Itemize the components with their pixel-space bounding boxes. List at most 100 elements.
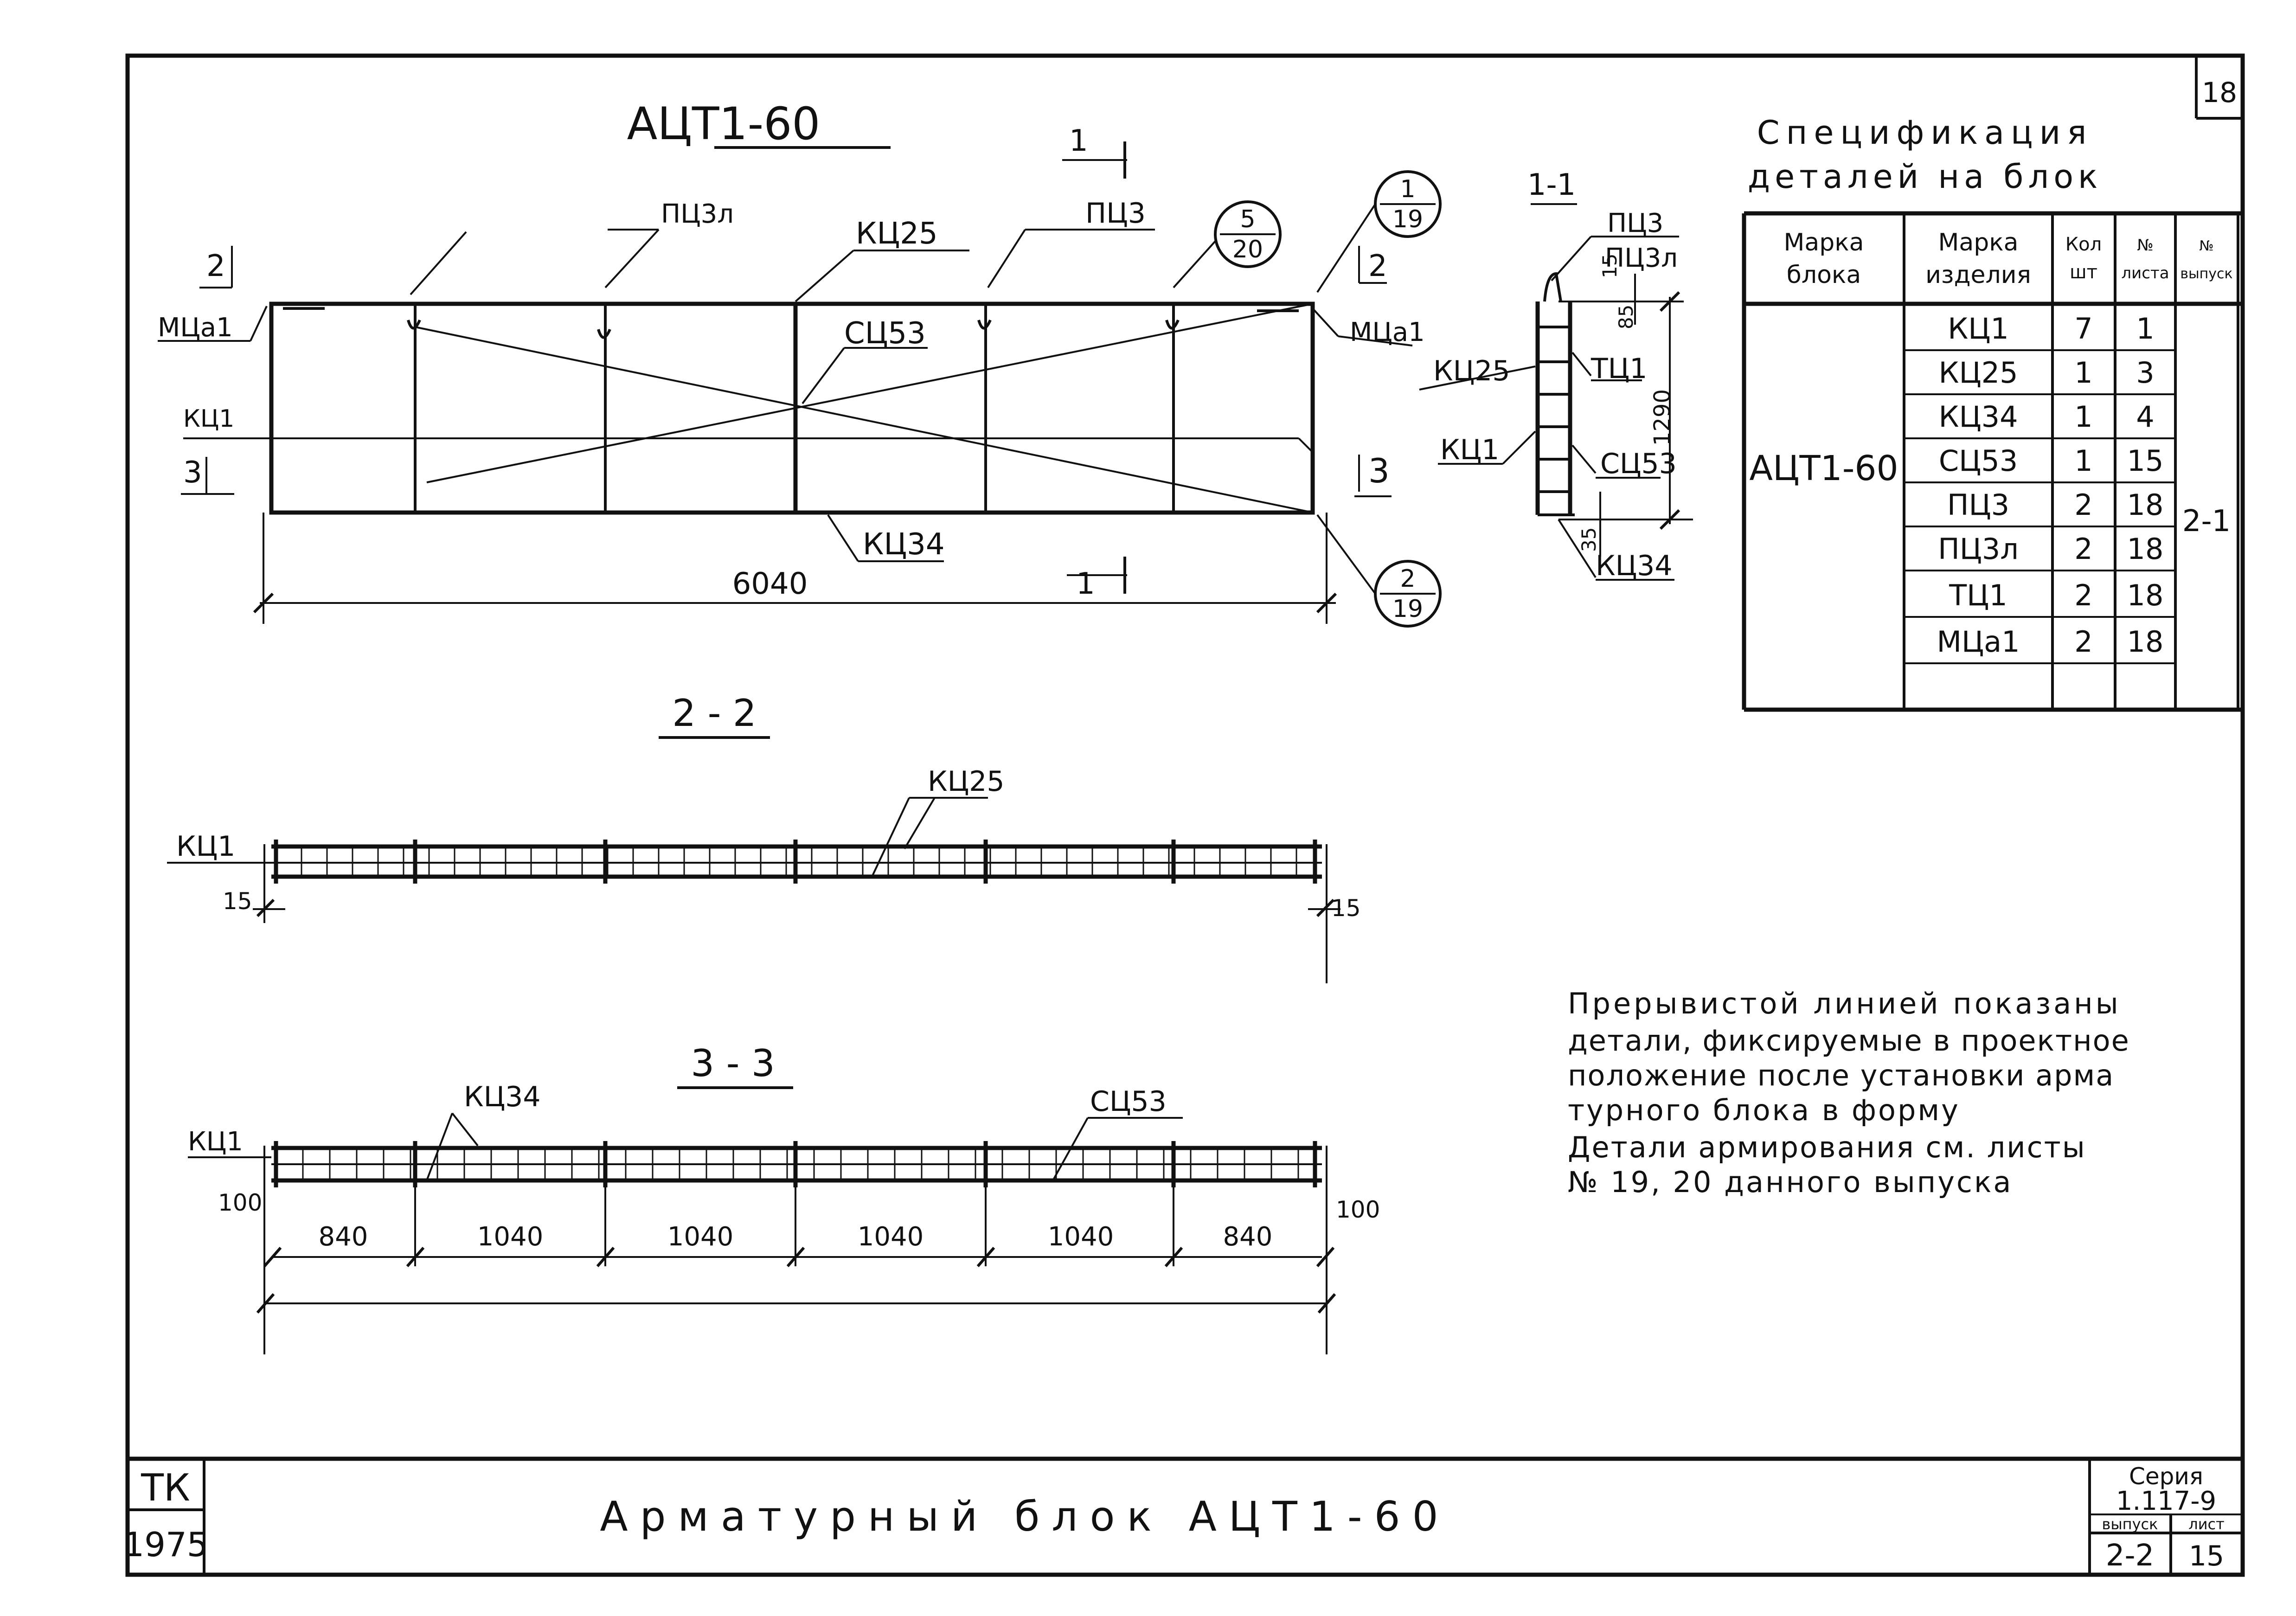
svg-text:1: 1 bbox=[2074, 400, 2092, 434]
series-number: 1.117-9 bbox=[2116, 1486, 2216, 1516]
dim-35: 35 bbox=[1578, 527, 1600, 552]
s33-seg-1: 840 bbox=[319, 1222, 368, 1252]
spec-row: ПЦ3л 2 18 bbox=[1938, 532, 2163, 566]
spec-row: ПЦ3 2 18 bbox=[1947, 488, 2164, 522]
spec-row: МЦа1 2 18 bbox=[1937, 625, 2163, 659]
label-kts34: КЦ34 bbox=[863, 527, 945, 562]
note-line: турного блока в форму bbox=[1568, 1093, 1960, 1127]
label-ststs53: СЦ53 bbox=[844, 316, 926, 351]
s33-seg-6: 840 bbox=[1223, 1222, 1273, 1252]
sheet-number-tb: 15 bbox=[2189, 1540, 2224, 1572]
spec-issue: 2-1 bbox=[2182, 504, 2231, 539]
section-3-3-title: 3 - 3 bbox=[691, 1042, 775, 1085]
note-line: положение после установки арма bbox=[1568, 1058, 2114, 1092]
s11-label-ststs53: СЦ53 bbox=[1600, 448, 1677, 480]
spec-block-mark: АЦТ1-60 bbox=[1749, 449, 1898, 488]
svg-text:1: 1 bbox=[2074, 444, 2092, 478]
svg-text:КЦ1: КЦ1 bbox=[1948, 312, 2009, 346]
svg-text:2: 2 bbox=[2074, 488, 2092, 522]
svg-text:МЦа1: МЦа1 bbox=[1937, 625, 2020, 659]
svg-text:4: 4 bbox=[2136, 400, 2154, 434]
notes: Прерывистой линией показаны детали, фикс… bbox=[1568, 987, 2130, 1199]
year: 1975 bbox=[123, 1525, 208, 1564]
svg-text:ПЦ3: ПЦ3 bbox=[1947, 488, 2009, 522]
dim-85: 85 bbox=[1615, 305, 1637, 329]
note-line: детали, фиксируемые в проектное bbox=[1568, 1024, 2130, 1058]
s11-label-pts3: ПЦ3 bbox=[1607, 208, 1663, 238]
s22-label-kts25: КЦ25 bbox=[928, 765, 1005, 798]
svg-text:20: 20 bbox=[1232, 236, 1263, 263]
org-code: ТК bbox=[141, 1466, 190, 1509]
label-pts3l: ПЦ3л bbox=[661, 199, 734, 229]
dim-15: 15 bbox=[1598, 254, 1621, 278]
svg-text:7: 7 bbox=[2074, 312, 2092, 346]
elevation-title: АЦТ1-60 bbox=[627, 98, 821, 150]
section-1-1: 1-1 1290 15 85 35 ПЦ3 ПЦ3л КЦ25 К bbox=[1419, 168, 1693, 582]
note-line: Детали армирования см. листы bbox=[1568, 1130, 2086, 1164]
spec-row: КЦ34 1 4 bbox=[1938, 400, 2154, 434]
s33-dim-right: 100 bbox=[1336, 1196, 1380, 1223]
series-label: Серия bbox=[2129, 1463, 2203, 1490]
s11-label-tts1: ТЦ1 bbox=[1591, 353, 1647, 385]
section-1-1-title: 1-1 bbox=[1527, 168, 1576, 202]
label-kts25: КЦ25 bbox=[856, 217, 938, 251]
svg-text:1: 1 bbox=[2074, 356, 2092, 390]
dimension-6040: 6040 bbox=[732, 567, 808, 601]
section-3-left: 3 bbox=[183, 455, 202, 490]
svg-text:2: 2 bbox=[2074, 625, 2092, 659]
s11-label-kts1: КЦ1 bbox=[1440, 434, 1499, 466]
svg-text:18: 18 bbox=[2127, 625, 2164, 659]
section-2-2-title: 2 - 2 bbox=[672, 692, 757, 735]
s33-seg-4: 1040 bbox=[858, 1222, 924, 1252]
sheet-number: 18 bbox=[2202, 77, 2237, 109]
s11-label-kts34: КЦ34 bbox=[1596, 550, 1673, 582]
issue-label: выпуск bbox=[2102, 1515, 2158, 1533]
label-mtsa1-right: МЦа1 bbox=[1350, 317, 1425, 347]
svg-text:15: 15 bbox=[2127, 444, 2164, 478]
svg-text:3: 3 bbox=[2136, 356, 2154, 390]
svg-text:ПЦ3л: ПЦ3л bbox=[1938, 532, 2019, 566]
sheet-label: лист bbox=[2188, 1515, 2224, 1533]
svg-text:5: 5 bbox=[1240, 205, 1255, 233]
s33-label-kts1: КЦ1 bbox=[188, 1127, 243, 1157]
svg-text:2: 2 bbox=[2074, 578, 2092, 612]
block-outline bbox=[269, 301, 1315, 515]
drawing-title: Арматурный блок АЦТ1-60 bbox=[600, 1493, 1450, 1540]
svg-text:ТЦ1: ТЦ1 bbox=[1949, 578, 2007, 612]
note-line: Прерывистой линией показаны bbox=[1568, 987, 2121, 1020]
section-2-right: 2 bbox=[1368, 249, 1387, 283]
svg-text:1: 1 bbox=[2136, 312, 2154, 346]
spec-row: КЦ25 1 3 bbox=[1938, 356, 2154, 390]
section-1-top: 1 bbox=[1069, 124, 1088, 158]
s22-dim-left: 15 bbox=[223, 888, 252, 915]
drawing-frame bbox=[125, 53, 2245, 1577]
svg-text:2: 2 bbox=[1400, 565, 1415, 593]
s22-label-kts1: КЦ1 bbox=[176, 830, 235, 863]
svg-text:КЦ34: КЦ34 bbox=[1938, 400, 2018, 434]
s33-seg-3: 1040 bbox=[667, 1222, 734, 1252]
spec-title-2: деталей на блок bbox=[1748, 158, 2103, 196]
s11-label-kts25: КЦ25 bbox=[1433, 355, 1510, 387]
svg-text:1: 1 bbox=[1400, 175, 1415, 203]
svg-text:2: 2 bbox=[2074, 532, 2092, 566]
svg-text:СЦ53: СЦ53 bbox=[1939, 444, 2018, 478]
spec-row: СЦ53 1 15 bbox=[1939, 444, 2164, 478]
s22-dim-right: 15 bbox=[1331, 895, 1361, 922]
label-kts1: КЦ1 bbox=[183, 405, 234, 433]
svg-text:18: 18 bbox=[2127, 488, 2164, 522]
s11-label-pts3l: ПЦ3л bbox=[1605, 243, 1678, 273]
svg-text:19: 19 bbox=[1392, 205, 1423, 233]
section-3-right: 3 bbox=[1368, 451, 1390, 490]
spec-row: КЦ1 7 1 bbox=[1948, 312, 2155, 346]
section-2-left: 2 bbox=[206, 249, 225, 283]
svg-text:КЦ25: КЦ25 bbox=[1938, 356, 2018, 390]
svg-text:18: 18 bbox=[2127, 532, 2164, 566]
callout-5-20: 5 20 bbox=[1214, 200, 1282, 268]
dim-1290: 1290 bbox=[1649, 389, 1675, 446]
section-3-3: 3 - 3 КЦ1 КЦ34 СЦ53 bbox=[188, 1042, 1380, 1354]
callout-2-19: 2 19 bbox=[1316, 514, 1442, 628]
